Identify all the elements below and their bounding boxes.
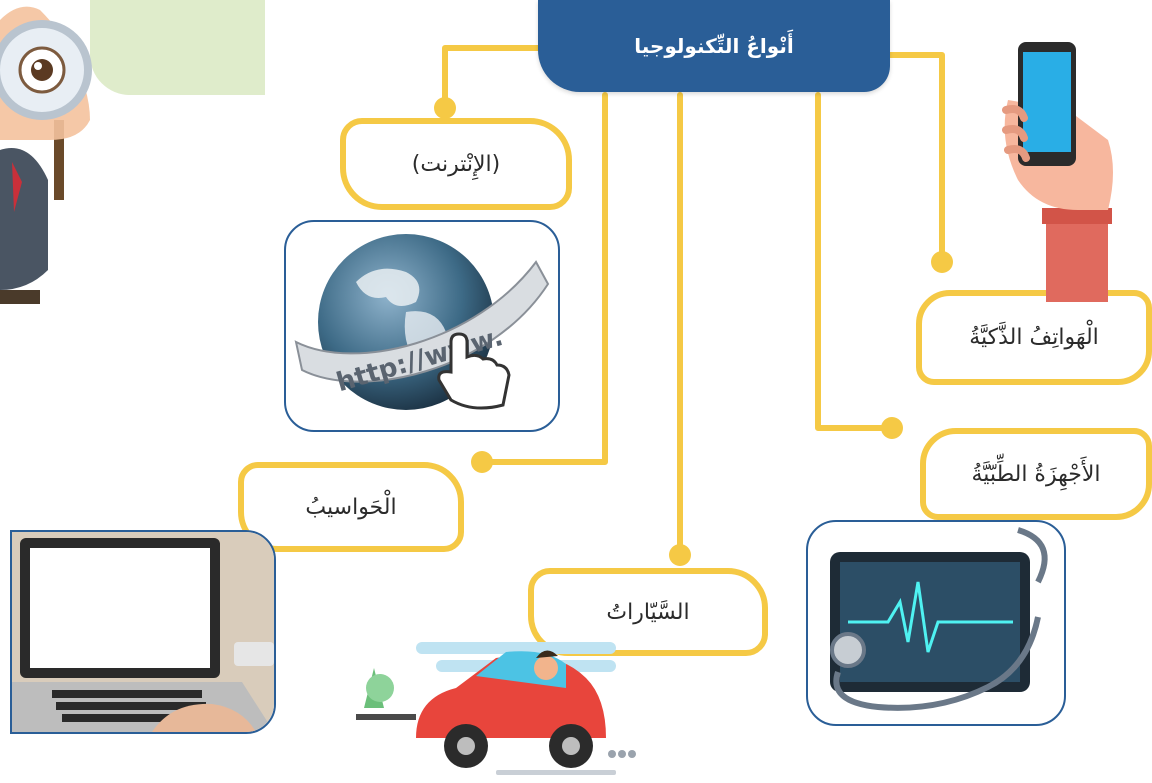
medical-image	[806, 520, 1066, 726]
detective-boy-icon	[0, 6, 92, 304]
laptop-image	[10, 530, 276, 734]
label-cars: السَّيّاراتُ	[606, 599, 690, 625]
label-medical: الأَجْهِزَةُ الطِّبّيَّةُ	[971, 461, 1101, 487]
label-medical-box: الأَجْهِزَةُ الطِّبّيَّةُ	[920, 428, 1152, 520]
label-internet-box: (الإِنْترنت)	[340, 118, 572, 210]
diagram-title: أَنْواعُ التِّكنولوجيا	[634, 34, 794, 58]
globe-icon: http://www.	[294, 234, 550, 410]
internet-image: http://www.	[284, 220, 560, 432]
label-cars-box: السَّيّاراتُ	[528, 568, 768, 656]
laptop-icon	[12, 532, 274, 732]
label-computers-box: الْحَواسيبُ	[238, 462, 464, 552]
title-box: أَنْواعُ التِّكنولوجيا	[538, 0, 890, 92]
label-internet: (الإِنْترنت)	[411, 151, 501, 177]
label-computers: الْحَواسيبُ	[305, 494, 397, 520]
label-smartphones-box: الْهَواتِفُ الذَّكيَّةُ	[916, 290, 1152, 385]
car-icon	[356, 642, 636, 775]
stethoscope-icon	[830, 527, 1048, 711]
label-smartphones: الْهَواتِفُ الذَّكيَّةُ	[969, 325, 1099, 350]
smartphone-hand-icon	[1002, 42, 1113, 302]
corner-background	[90, 0, 265, 95]
